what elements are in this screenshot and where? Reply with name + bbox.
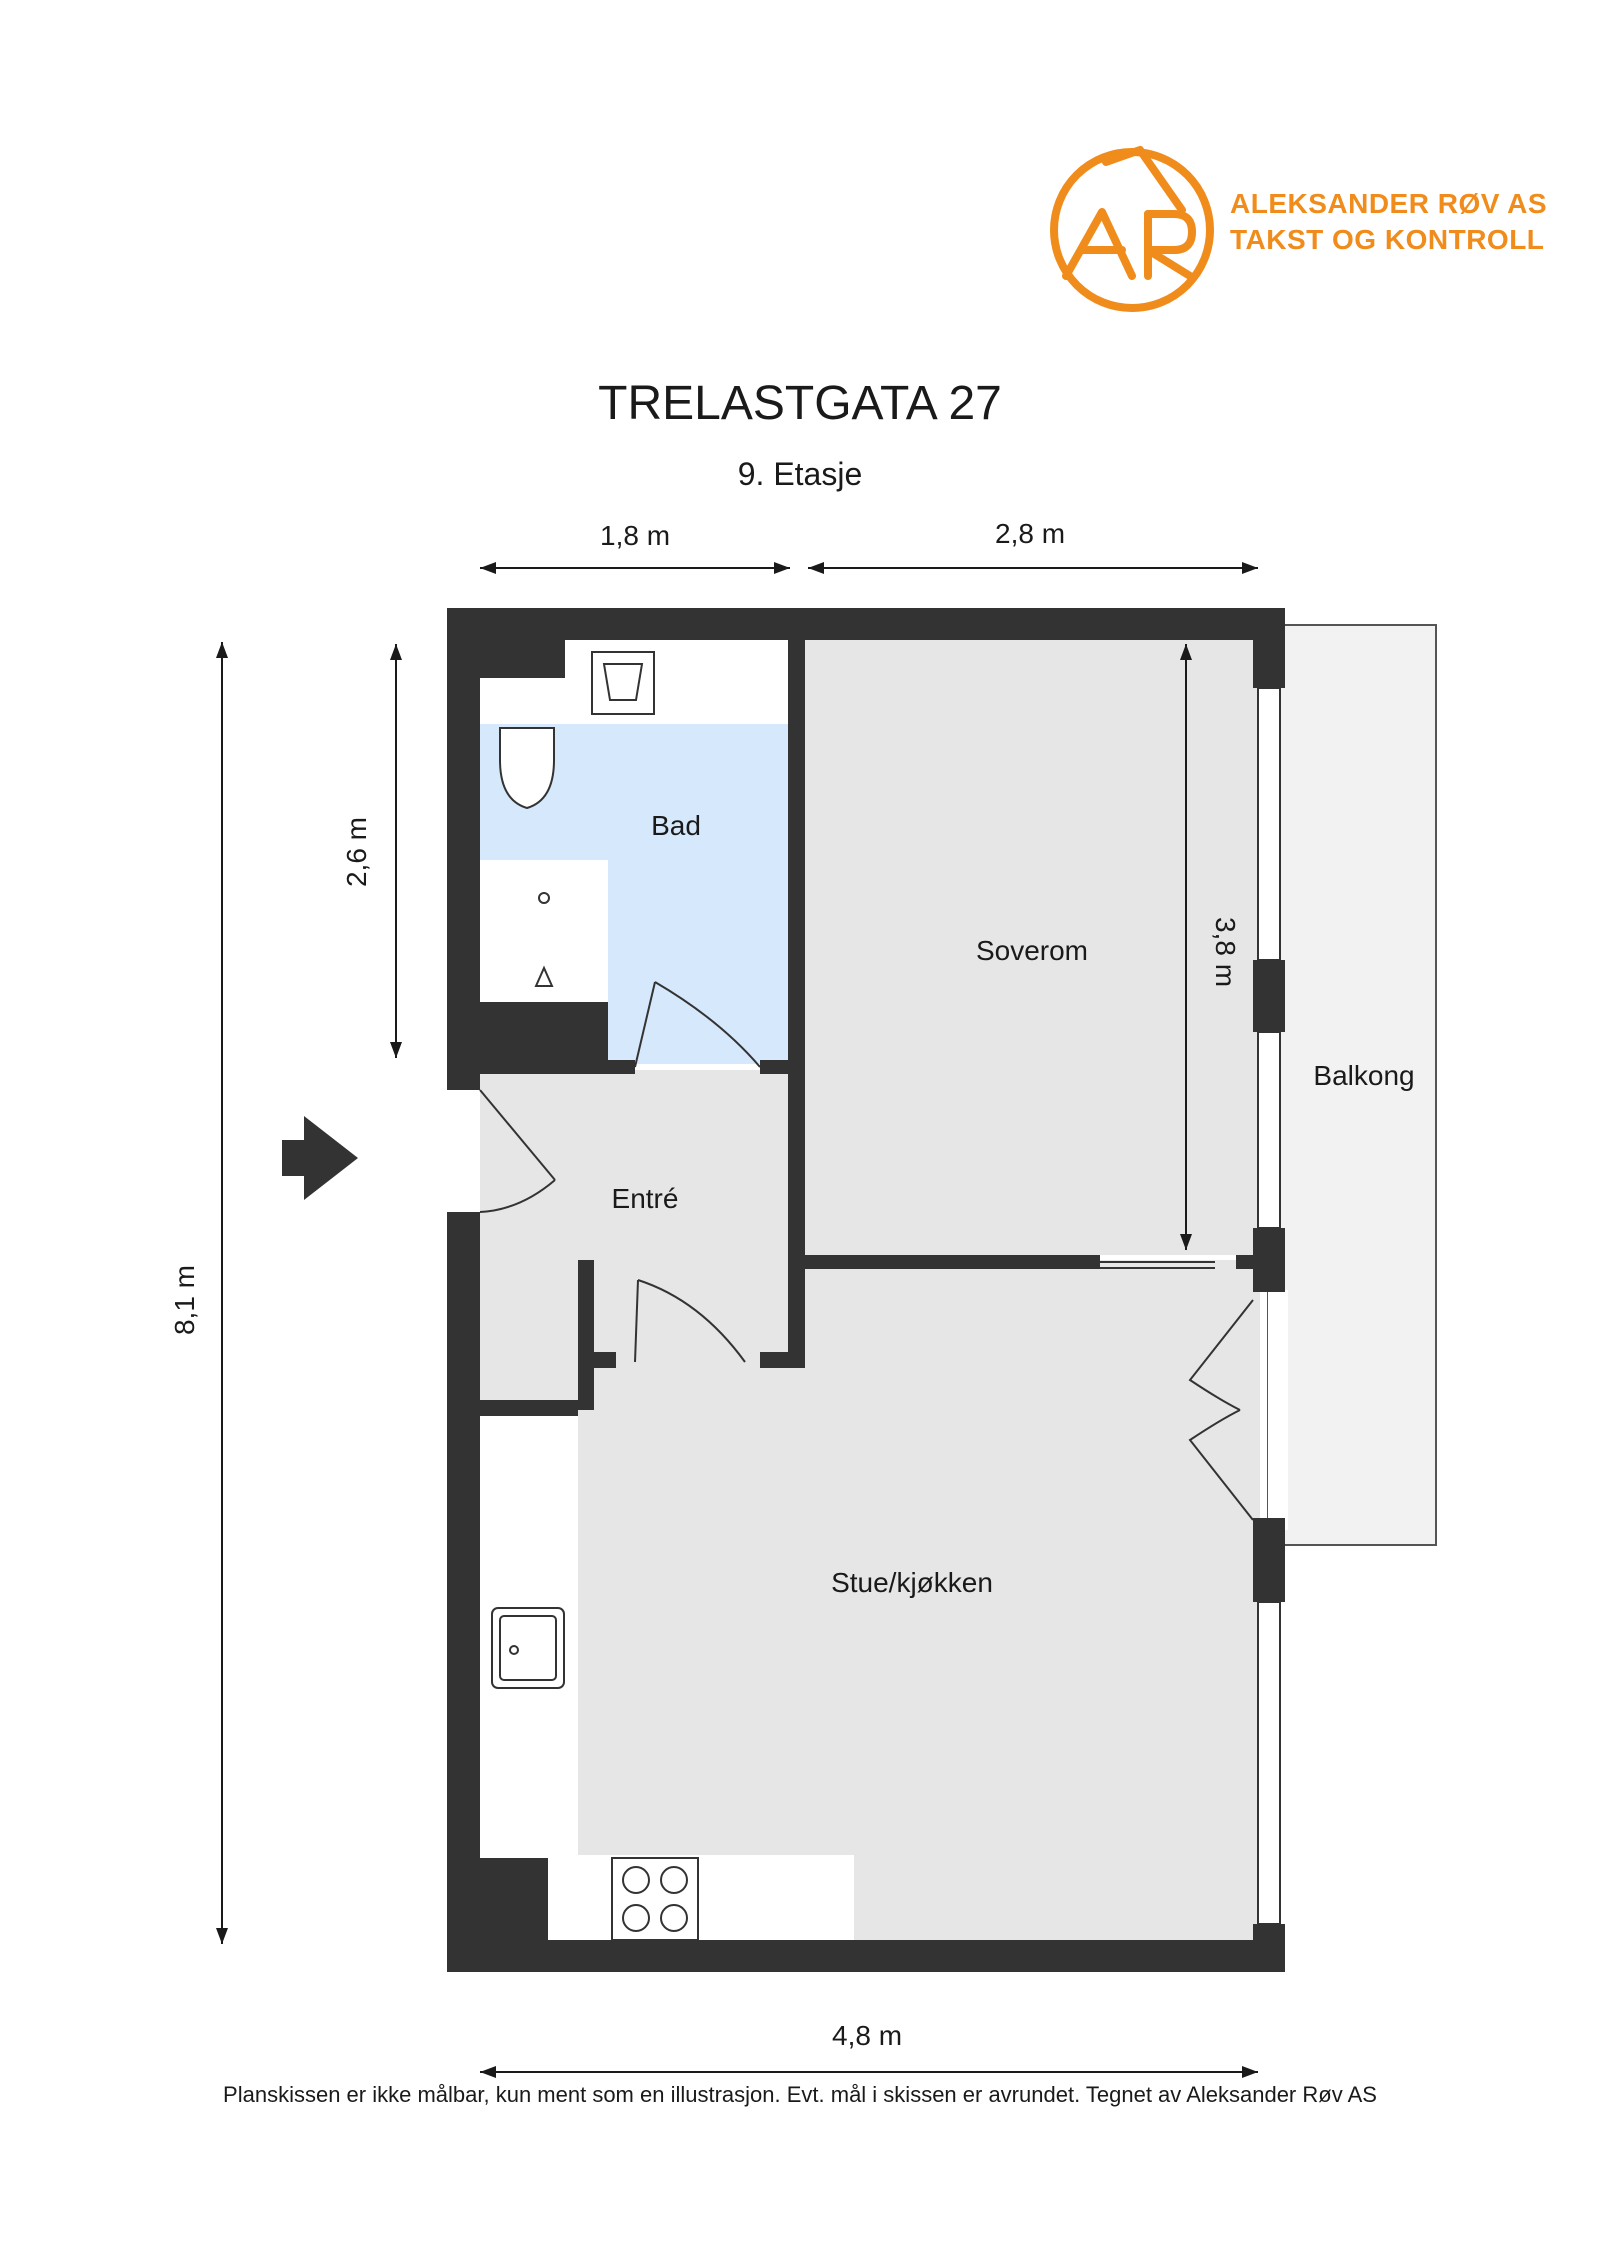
dim-label-bedroom-height: 3,8 m — [1210, 917, 1241, 987]
dimension-lines — [221, 567, 1258, 2073]
ar-house-logo-icon: AR — [1050, 146, 1214, 312]
footnote: Planskissen er ikke målbar, kun ment som… — [223, 2082, 1377, 2107]
stove-icon — [611, 1857, 699, 1941]
entrance-arrow-icon — [282, 1116, 358, 1200]
balcony-door-floor — [1268, 1290, 1288, 1530]
dim-label-bedroom-width: 2,8 m — [995, 518, 1066, 549]
dim-label-bath-height: 2,6 m — [341, 817, 372, 887]
dim-label-total-height: 8,1 m — [169, 1265, 200, 1335]
fixtures — [491, 651, 699, 1941]
page-title: TRELASTGATA 27 — [598, 377, 1002, 430]
room-label-bedroom: Soverom — [976, 935, 1088, 966]
toilet-icon — [499, 727, 555, 810]
brand-subtitle: TAKST OG KONTROLL — [1230, 224, 1545, 255]
dim-label-bath-width: 1,8 m — [600, 520, 671, 551]
room-label-balcony: Balkong — [1313, 1060, 1414, 1091]
shower-head-icon — [534, 965, 554, 987]
bedroom-floor — [805, 640, 1260, 1255]
balcony-floor — [1267, 624, 1437, 1546]
doors — [479, 981, 1254, 1521]
dim-label-total-width: 4,8 m — [832, 2020, 903, 2051]
entrance-floor-lower — [480, 1260, 560, 1410]
brand-name: ALEKSANDER RØV AS — [1230, 188, 1548, 219]
room-label-living-kitchen: Stue/kjøkken — [831, 1567, 993, 1598]
floor-label: 9. Etasje — [737, 456, 863, 492]
shower-drain-icon — [538, 892, 550, 904]
room-label-bath: Bad — [651, 810, 701, 841]
windows — [1257, 687, 1281, 1925]
dimension-arrowheads — [216, 562, 1258, 2078]
kitchen-counter-lower — [548, 1855, 854, 1942]
room-label-entrance: Entré — [612, 1183, 679, 1214]
living-kitchen-floor — [578, 1260, 1260, 1942]
walls — [447, 608, 1285, 1972]
